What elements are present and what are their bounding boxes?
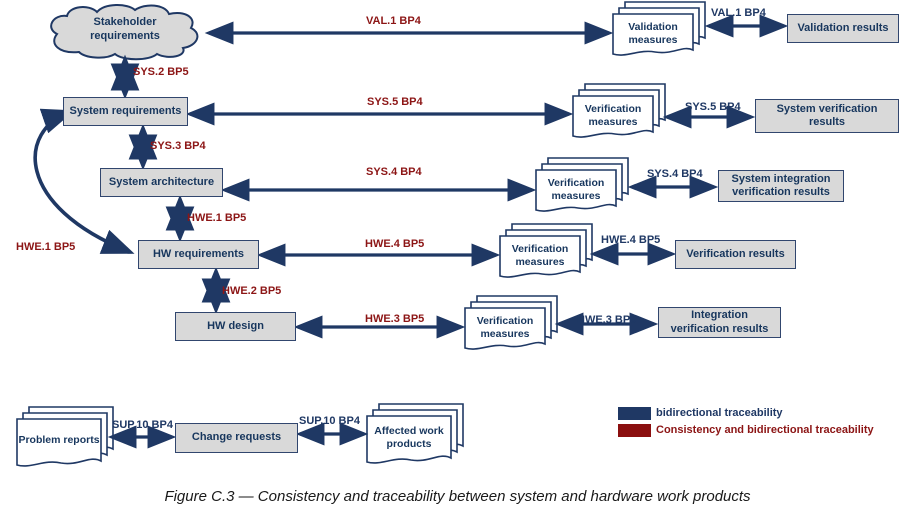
edge-label-hwe2: HWE.2 BP5	[222, 285, 282, 297]
node-verification-measures-sys4: Verification measures	[547, 176, 605, 202]
edge-label-hwe1-vertical: HWE.1 BP5	[187, 212, 247, 224]
edge-label-hwe4-bidirectional: HWE.4 BP5	[601, 234, 661, 246]
node-verification-measures-sys5: Verification measures	[584, 102, 642, 128]
node-validation-measures: Validation measures	[628, 20, 678, 46]
edge-label-hwe4-consistency: HWE.4 BP5	[365, 238, 425, 250]
edge-label-sys3: SYS.3 BP4	[150, 140, 206, 152]
node-integration-verification-results: Integration verification results	[658, 307, 781, 338]
legend-label-consistency: Consistency and bidirectional traceabili…	[656, 424, 874, 436]
node-problem-reports: Problem reports	[18, 434, 100, 447]
edge-label-sys4-bidirectional: SYS.4 BP4	[647, 168, 703, 180]
arrow-sysreq-hwreq-curve	[33, 108, 135, 254]
edge-label-sys5-bidirectional: SYS.5 BP4	[685, 101, 741, 113]
node-system-integration-verification-results: System integration verification results	[718, 170, 844, 202]
node-system-requirements: System requirements	[63, 97, 188, 126]
node-affected-work-products: Affected work products	[374, 424, 444, 450]
node-verification-measures-hwe3: Verification measures	[476, 314, 534, 340]
edge-label-sup10-left: SUP.10 BP4	[112, 419, 173, 431]
edge-label-hwe3-bidirectional: HWE.3 BP5	[577, 314, 637, 326]
legend-swatch-consistency	[618, 424, 651, 437]
legend-swatch-bidirectional	[618, 407, 651, 420]
cloud-shape	[50, 4, 199, 61]
edge-label-sys5-consistency: SYS.5 BP4	[367, 96, 423, 108]
node-stakeholder-requirements: Stakeholder requirements	[90, 16, 160, 42]
edge-label-val1-consistency: VAL.1 BP4	[366, 15, 421, 27]
legend-label-bidirectional: bidirectional traceability	[656, 407, 783, 419]
edge-label-sys4-consistency: SYS.4 BP4	[366, 166, 422, 178]
node-verification-results: Verification results	[675, 240, 796, 269]
node-system-architecture: System architecture	[100, 168, 223, 197]
edge-label-hwe3-consistency: HWE.3 BP5	[365, 313, 425, 325]
node-validation-results: Validation results	[787, 14, 899, 43]
node-system-verification-results: System verification results	[755, 99, 899, 133]
figure-caption: Figure C.3 — Consistency and traceabilit…	[164, 488, 751, 505]
node-hw-requirements: HW requirements	[138, 240, 259, 269]
node-hw-design: HW design	[175, 312, 296, 341]
edge-label-sup10-right: SUP.10 BP4	[299, 415, 360, 427]
node-change-requests: Change requests	[175, 423, 298, 453]
edge-label-sys2: SYS.2 BP5	[133, 66, 189, 78]
edge-label-val1-bidirectional: VAL.1 BP4	[711, 7, 766, 19]
edge-label-hwe1-curve: HWE.1 BP5	[16, 241, 76, 253]
node-verification-measures-hwe4: Verification measures	[511, 242, 569, 268]
